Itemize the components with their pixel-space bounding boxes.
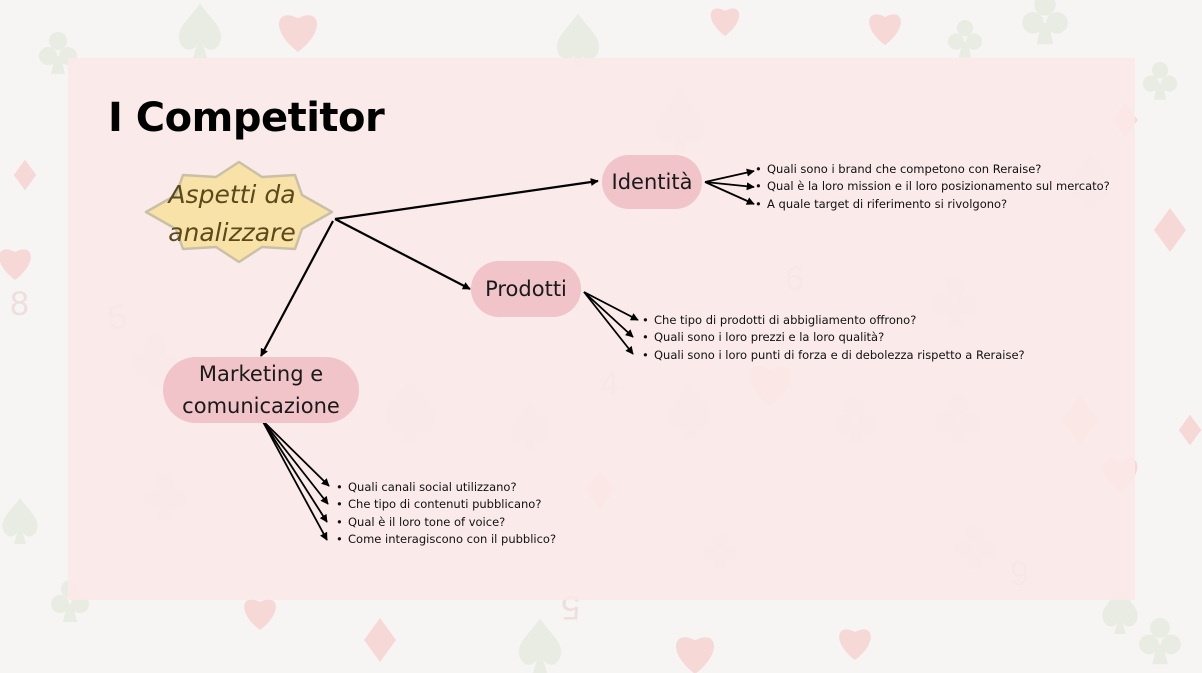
arrow-to-marketing (260, 220, 334, 357)
node-identita-label: Identità (611, 170, 693, 194)
svg-text:8: 8 (10, 285, 29, 323)
central-topic-line2: analizzare (168, 218, 296, 247)
central-topic: Aspetti da analizzare (150, 176, 314, 252)
node-prodotti-label: Prodotti (485, 277, 567, 301)
arrow-prodotti-q3 (583, 291, 634, 355)
arrow-marketing-q2 (261, 419, 329, 505)
node-marketing-label-line2: comunicazione (182, 394, 340, 418)
page-title: I Competitor (108, 95, 385, 141)
arrow-identita-q2 (704, 181, 755, 191)
arrow-identita-q1 (704, 168, 755, 183)
central-starburst (144, 160, 334, 264)
central-topic-line1: Aspetti da (168, 180, 296, 209)
list-item: Quali sono i loro punti di forza e di de… (642, 347, 1025, 365)
arrow-prodotti-q1 (583, 291, 639, 321)
arrow-to-prodotti (334, 218, 471, 290)
arrow-marketing-q1 (261, 419, 330, 487)
prodotti-questions: Che tipo di prodotti di abbigliamento of… (642, 312, 1025, 364)
arrow-identita-q3 (704, 181, 755, 205)
node-marketing-label-line1: Marketing e (198, 362, 324, 386)
node-prodotti: Prodotti (471, 261, 581, 317)
list-item: Quali canali social utilizzano? (336, 479, 556, 497)
arrow-marketing-q4 (261, 419, 328, 541)
list-item: Quali sono i brand che competono con Rer… (755, 161, 1110, 179)
list-item: Qual è la loro mission e il loro posizio… (755, 178, 1110, 196)
list-item: Come interagiscono con il pubblico? (336, 531, 556, 549)
identita-questions: Quali sono i brand che competono con Rer… (755, 161, 1110, 213)
list-item: Quali sono i loro prezzi e la loro quali… (642, 329, 1025, 347)
list-item: Che tipo di contenuti pubblicano? (336, 496, 556, 514)
marketing-questions: Quali canali social utilizzano? Che tipo… (336, 479, 556, 548)
node-identita: Identità (602, 155, 702, 209)
list-item: Qual è il loro tone of voice? (336, 514, 556, 532)
arrow-marketing-q3 (261, 419, 328, 523)
list-item: Che tipo di prodotti di abbigliamento of… (642, 312, 1025, 330)
arrow-to-identita (334, 178, 599, 221)
arrow-prodotti-q2 (583, 291, 634, 338)
list-item: A quale target di riferimento si rivolgo… (755, 196, 1110, 214)
node-marketing: Marketing e comunicazione (163, 357, 359, 423)
